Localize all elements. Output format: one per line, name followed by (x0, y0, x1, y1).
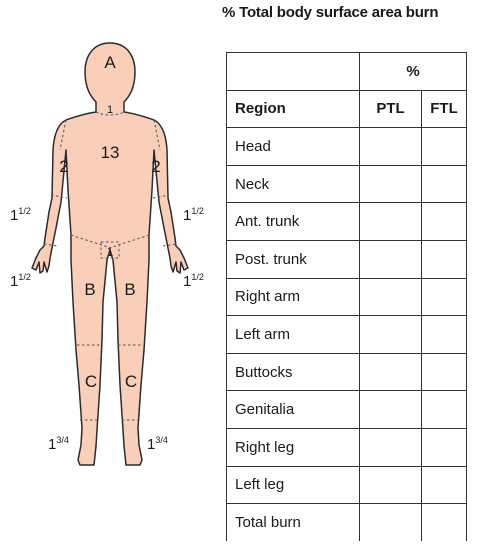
region-cell: Left arm (227, 316, 360, 354)
label-forearm-left: 11/2 (10, 206, 31, 224)
label-upper-arm-right: 2 (151, 157, 160, 176)
table-group-header-row: % (227, 53, 467, 91)
ptl-input-cell[interactable] (360, 316, 422, 354)
table-row: Genitalia (227, 391, 467, 429)
ptl-input-cell[interactable] (360, 466, 422, 504)
region-cell: Post. trunk (227, 240, 360, 278)
ftl-input-cell[interactable] (422, 240, 467, 278)
label-lower-leg-right: C (125, 372, 137, 391)
burn-table: % Region PTL FTL Head Neck Ant. trunk Po… (226, 52, 467, 541)
ftl-input-cell[interactable] (422, 278, 467, 316)
region-cell: Genitalia (227, 391, 360, 429)
ftl-input-cell[interactable] (422, 428, 467, 466)
table-row: Buttocks (227, 353, 467, 391)
body-diagram: A 1 13 2 2 1 B B C C 11/2 11/2 11/2 11/2… (0, 40, 220, 480)
region-cell: Left leg (227, 466, 360, 504)
ptl-input-cell[interactable] (360, 504, 422, 542)
ptl-input-cell[interactable] (360, 353, 422, 391)
ptl-input-cell[interactable] (360, 240, 422, 278)
table-row: Neck (227, 165, 467, 203)
ftl-input-cell[interactable] (422, 203, 467, 241)
label-genitalia: 1 (107, 245, 114, 259)
page-title: % Total body surface area burn (222, 4, 502, 21)
label-upper-arm-left: 2 (59, 157, 68, 176)
percent-header: % (360, 53, 467, 91)
table-row: Head (227, 128, 467, 166)
label-foot-left: 13/4 (48, 435, 69, 453)
region-cell: Right arm (227, 278, 360, 316)
label-neck: 1 (107, 104, 113, 116)
body-figure: A 1 13 2 2 1 B B C C 11/2 11/2 11/2 11/2… (0, 40, 220, 480)
region-cell: Total burn (227, 504, 360, 542)
region-cell: Head (227, 128, 360, 166)
table-row: Total burn (227, 504, 467, 542)
table-row: Right leg (227, 428, 467, 466)
region-column-header: Region (227, 90, 360, 128)
region-cell: Neck (227, 165, 360, 203)
label-forearm-right: 11/2 (183, 206, 204, 224)
label-lower-leg-left: C (85, 372, 97, 391)
ptl-input-cell[interactable] (360, 278, 422, 316)
ptl-input-cell[interactable] (360, 391, 422, 429)
ptl-input-cell[interactable] (360, 428, 422, 466)
ftl-input-cell[interactable] (422, 165, 467, 203)
table-row: Post. trunk (227, 240, 467, 278)
blank-header-cell (227, 53, 360, 91)
table-column-header-row: Region PTL FTL (227, 90, 467, 128)
region-cell: Ant. trunk (227, 203, 360, 241)
table-row: Right arm (227, 278, 467, 316)
ftl-input-cell[interactable] (422, 391, 467, 429)
table-row: Left arm (227, 316, 467, 354)
ftl-input-cell[interactable] (422, 128, 467, 166)
ftl-input-cell[interactable] (422, 316, 467, 354)
ptl-input-cell[interactable] (360, 165, 422, 203)
table-row: Left leg (227, 466, 467, 504)
label-hand-left: 11/2 (10, 272, 31, 290)
label-thigh-left: B (84, 280, 95, 299)
label-foot-right: 13/4 (147, 435, 168, 453)
ftl-input-cell[interactable] (422, 466, 467, 504)
ftl-input-cell[interactable] (422, 353, 467, 391)
table-row: Ant. trunk (227, 203, 467, 241)
ptl-input-cell[interactable] (360, 128, 422, 166)
label-hand-right: 11/2 (183, 272, 204, 290)
label-thigh-right: B (124, 280, 135, 299)
ptl-input-cell[interactable] (360, 203, 422, 241)
ftl-column-header: FTL (422, 90, 467, 128)
ftl-input-cell[interactable] (422, 504, 467, 542)
label-head: A (104, 53, 116, 72)
label-trunk: 13 (101, 143, 120, 162)
ptl-column-header: PTL (360, 90, 422, 128)
region-cell: Buttocks (227, 353, 360, 391)
region-cell: Right leg (227, 428, 360, 466)
